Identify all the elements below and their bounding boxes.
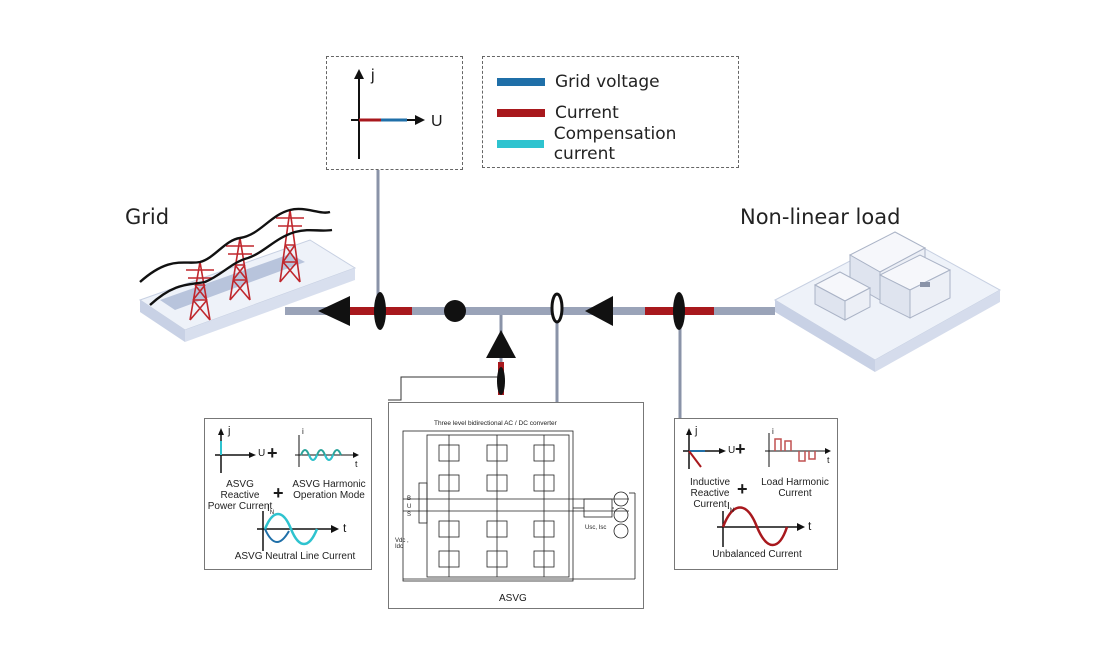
legend-item-compensation: Compensation current [497,124,738,164]
arrow-from-load [585,296,613,326]
converter-schematic [402,430,636,582]
sensor-right [673,292,685,330]
converter-title: Three level bidirectional AC / DC conver… [434,420,557,427]
junction-node [444,300,466,322]
asvg-leader-line [388,376,501,401]
load-label: Non-linear load [740,205,901,229]
load-t2-label: t [808,519,812,533]
asvg-in-subscript: N [269,510,275,516]
load-current-panel: j U + i t Inductive Reactive Current + L… [674,418,838,570]
converter-vdc-label: Vdc , Idc [395,538,409,550]
load-in-letter: I [727,501,730,512]
asvg-in-label: IN [267,503,274,516]
grid-label: Grid [125,205,170,229]
load-unbalanced-label: Unbalanced Current [712,549,802,560]
legend-item-current: Current [497,102,619,124]
load-t-label: t [827,455,830,465]
asvg-in-letter: I [267,503,270,514]
ct-ring [550,292,564,324]
converter-bus-label: B U S [407,496,412,518]
phasor-j-label: j [371,67,375,84]
asvg-j-label: j [228,425,231,437]
asvg-panel-graphics [215,428,359,551]
arrow-to-grid [318,296,350,326]
phasor-axes [351,69,425,159]
asvg-harmonic-label: ASVG Harmonic Operation Mode [292,479,366,501]
load-illustration [773,231,1002,372]
sensor-asvg [497,367,505,395]
asvg-t2-label: t [343,521,347,535]
converter-name: ASVG [499,593,527,604]
legend-label-grid-voltage: Grid voltage [555,72,660,92]
arrow-asvg-up [486,330,516,358]
legend: Grid voltage Current Compensation curren… [482,56,739,168]
asvg-function-panel: j U + i t ASVG Reactive Power Current + … [204,418,372,570]
load-in-subscript: N [729,508,735,514]
grid-illustration [138,207,357,342]
load-plus-2: + [737,479,748,499]
asvg-t-label: t [355,459,358,469]
legend-item-grid-voltage: Grid voltage [497,71,660,93]
asvg-i-label: i [302,427,304,436]
asvg-converter-box: Three level bidirectional AC / DC conver… [388,402,644,609]
legend-swatch-current [497,109,545,117]
asvg-plus-2: + [273,483,284,503]
phasor-diagram-box: j U [326,56,463,170]
converter-usc-label: Usc, Isc [585,525,607,531]
asvg-neutral-label: ASVG Neutral Line Current [234,551,356,562]
sensor-left [374,292,386,330]
legend-label-current: Current [555,103,619,123]
asvg-reactive-label: ASVG Reactive Power Current [207,479,273,512]
load-j-label: j [695,425,698,437]
phasor-u-label: U [431,113,443,130]
load-panel-graphics [683,428,831,547]
legend-label-compensation: Compensation current [553,124,677,164]
load-in-label: IN [727,501,734,514]
load-u-label: U [728,445,736,456]
load-harmonic-label: Load Harmonic Current [761,477,829,499]
load-inductive-label: Inductive Reactive Current [689,477,731,510]
load-plus-1: + [735,439,746,459]
asvg-u-label: U [258,448,266,459]
legend-swatch-compensation [497,140,544,148]
load-i-label: i [772,427,774,436]
legend-swatch-grid-voltage [497,78,545,86]
asvg-plus-1: + [267,443,278,463]
